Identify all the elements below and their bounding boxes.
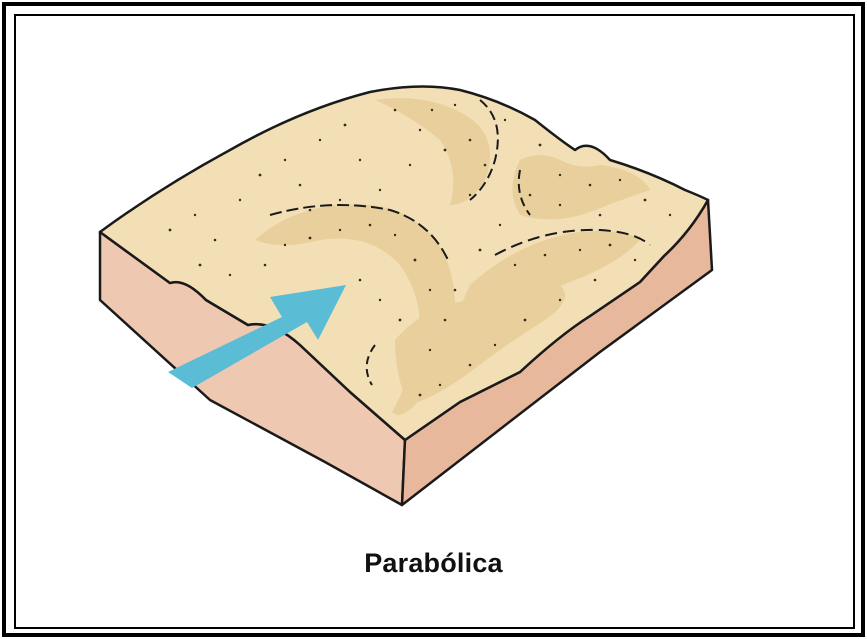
figure-caption: Parabólica (0, 548, 867, 579)
sand-dune-block-icon (100, 86, 712, 505)
